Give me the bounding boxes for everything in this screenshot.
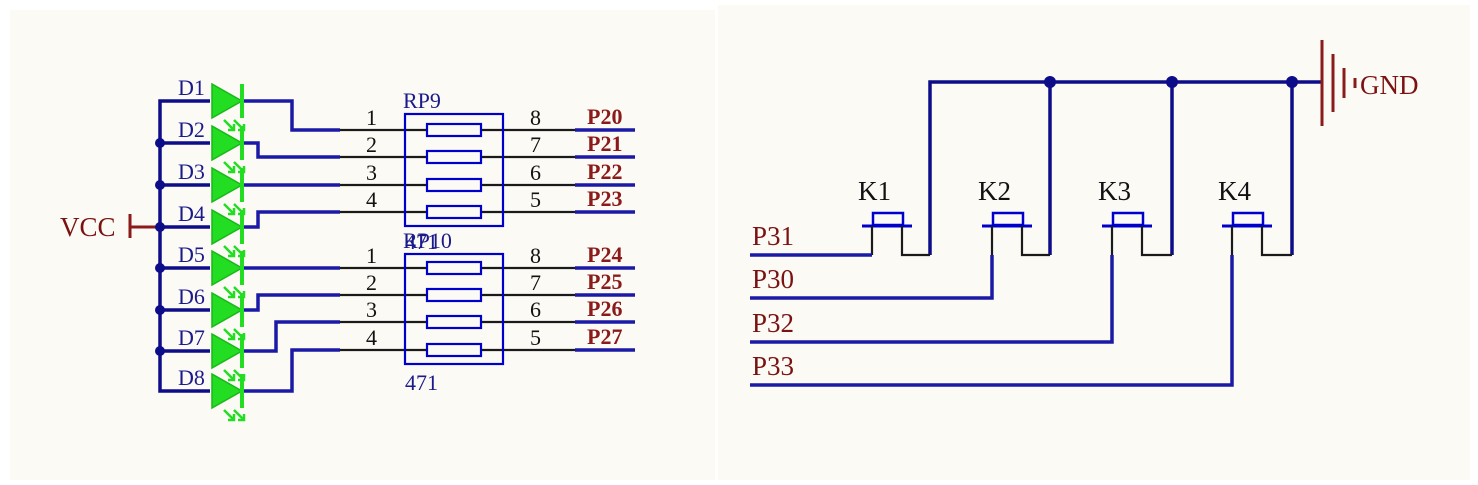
resistor-pack-rp9	[403, 112, 505, 228]
junction-dot	[1044, 76, 1056, 88]
key-label: K2	[978, 176, 1011, 206]
led-label: D7	[178, 325, 205, 350]
net-label: P24	[587, 242, 622, 267]
wire-d6	[244, 293, 340, 312]
pin-number: 7	[530, 270, 541, 295]
wire-p33	[750, 255, 1234, 387]
rp9-ref: RP9	[403, 88, 441, 113]
net-label: P23	[587, 186, 622, 211]
pin-number: 2	[366, 270, 377, 295]
led-label: D8	[178, 365, 205, 390]
wire-d1	[244, 99, 340, 132]
junction-dot	[1286, 76, 1298, 88]
net-label: P33	[752, 351, 794, 381]
pin-number: 4	[366, 325, 377, 350]
wire-d4	[244, 210, 340, 229]
pin-number: 2	[366, 132, 377, 157]
led-label: D3	[178, 159, 205, 184]
key-label: K4	[1218, 176, 1251, 206]
net-label: P30	[752, 264, 794, 294]
key-circuit: GND K1 K2 K3 K4	[750, 40, 1419, 387]
led-label: D2	[178, 117, 205, 142]
key-k1-switch	[862, 211, 912, 228]
net-label: P32	[752, 308, 794, 338]
key-k3-switch	[1102, 211, 1152, 228]
key-panel	[718, 5, 1470, 480]
rp10-ref: RP10	[403, 228, 452, 253]
pin-number: 1	[366, 105, 377, 130]
key-k2-switch	[982, 211, 1032, 228]
pin-number: 3	[366, 297, 377, 322]
led-label: D5	[178, 242, 205, 267]
ground-icon	[1320, 40, 1357, 126]
pin-number: 4	[366, 187, 377, 212]
pin-number: 6	[530, 297, 541, 322]
led-panel	[10, 10, 715, 480]
wire-d7	[244, 320, 340, 353]
pin-number: 8	[530, 105, 541, 130]
rp9-value: 471	[405, 229, 438, 254]
wire-p32	[750, 255, 1114, 344]
wire-p30	[750, 255, 994, 300]
junction-dot	[1166, 76, 1178, 88]
pin-number: 1	[366, 243, 377, 268]
gnd-label: GND	[1360, 70, 1419, 100]
pin-number: 5	[530, 325, 541, 350]
rp10-value: 471	[405, 370, 438, 395]
led-label: D1	[178, 75, 205, 100]
pin-number: 8	[530, 243, 541, 268]
net-label: P26	[587, 296, 622, 321]
net-label: P20	[587, 104, 622, 129]
key-label: K3	[1098, 176, 1131, 206]
pin-number: 5	[530, 187, 541, 212]
wire-d2	[244, 141, 340, 159]
net-label: P27	[587, 324, 622, 349]
net-label: P22	[587, 159, 622, 184]
led-label: D4	[178, 201, 205, 226]
pin-number: 7	[530, 132, 541, 157]
pin-number: 6	[530, 160, 541, 185]
net-label: P25	[587, 269, 622, 294]
key-k4-switch	[1222, 211, 1272, 228]
net-label: P31	[752, 221, 794, 251]
led-label: D6	[178, 284, 205, 309]
led-circuit: VCC D1 D2 D3 D4 D5 D6 D7	[60, 75, 635, 422]
gnd-bus	[928, 80, 1322, 255]
vcc-label: VCC	[60, 212, 116, 242]
wire-d8	[244, 348, 340, 393]
resistor-pack-rp10	[403, 252, 505, 366]
junction-dots	[155, 138, 165, 356]
pin-number: 3	[366, 160, 377, 185]
vcc-bus	[158, 99, 210, 393]
net-label: P21	[587, 131, 622, 156]
key-label: K1	[858, 176, 891, 206]
